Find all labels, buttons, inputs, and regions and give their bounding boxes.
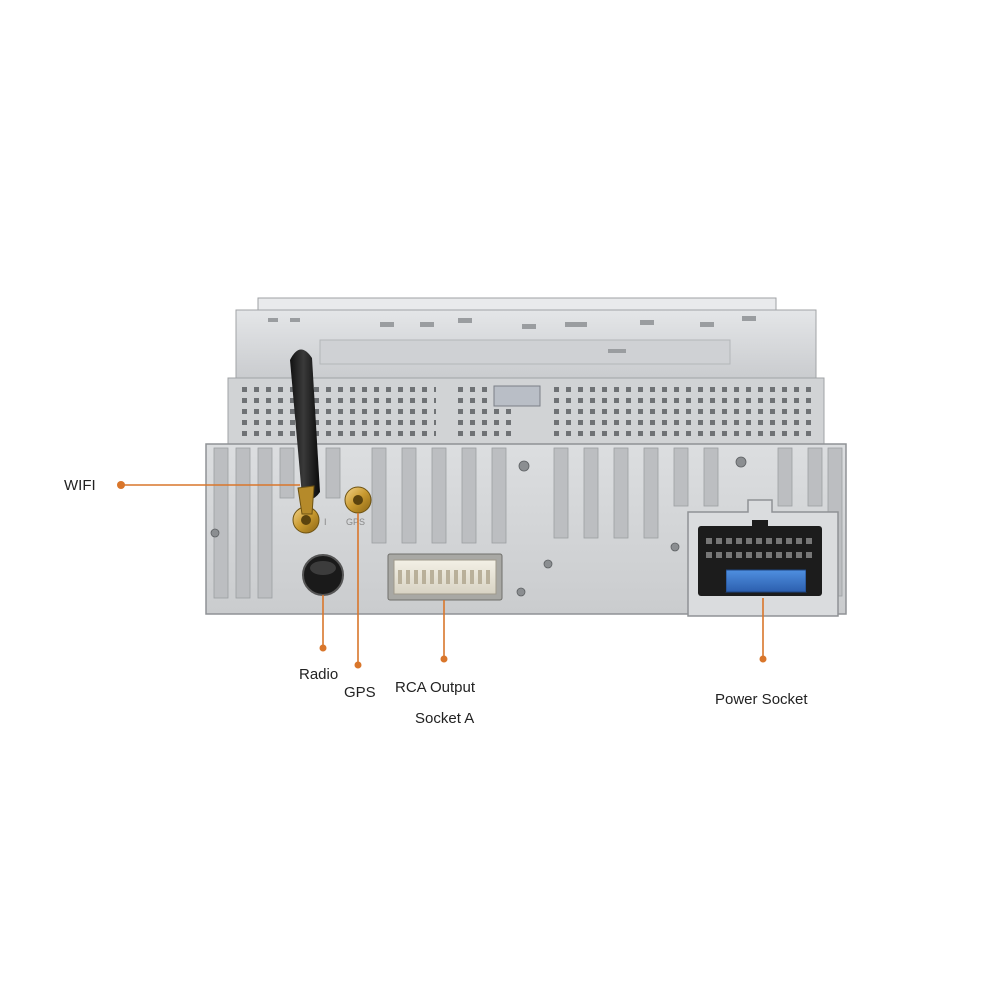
rca-label-line1: RCA Output <box>395 679 476 696</box>
callout-lines <box>121 484 764 665</box>
vent-grid-right <box>548 384 818 440</box>
label-window <box>493 385 541 407</box>
gps-label: GPS <box>344 684 376 701</box>
radio-callout-dot <box>319 644 327 652</box>
wifi-port-print: I <box>324 517 327 527</box>
callout-dots <box>117 481 767 669</box>
head-unit-device: I GPS <box>205 297 847 617</box>
gps-port-print: GPS <box>346 517 365 527</box>
vent-grid-left <box>236 384 436 440</box>
gps-sma-port <box>344 486 372 514</box>
radio-label: Radio <box>299 666 338 683</box>
wifi-antenna-icon <box>290 349 320 515</box>
power-callout-dot <box>759 655 767 663</box>
rca-label-line2: Socket A <box>415 710 474 727</box>
wifi-label: WIFI <box>64 477 96 494</box>
power-socket <box>687 499 839 617</box>
radio-socket <box>302 554 344 596</box>
upper-cover-recess <box>319 339 731 365</box>
rca-callout-dot <box>440 655 448 663</box>
wifi-callout-dot <box>117 481 125 489</box>
power-label: Power Socket <box>715 691 808 708</box>
gps-callout-dot <box>354 661 362 669</box>
upper-cover-slots <box>268 316 756 353</box>
rca-output-socket-a <box>387 553 503 601</box>
